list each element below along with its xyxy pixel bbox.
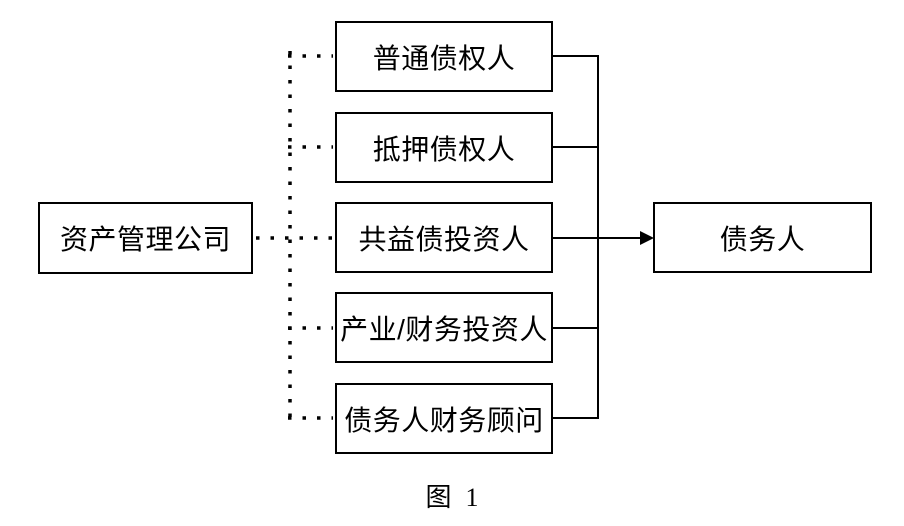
node-mortgage-creditor: 抵押债权人 [335,112,553,183]
node-ordinary-creditor: 普通债权人 [335,21,553,92]
node-label: 普通债权人 [372,42,516,74]
node-label: 抵押债权人 [372,133,516,165]
figure-caption-prefix: 图 [425,483,452,512]
node-asset-management-company: 资产管理公司 [38,202,253,274]
figure-caption-number: 1 [465,483,479,512]
node-debtor-financial-advisor: 债务人财务顾问 [335,383,553,454]
node-common-benefit-debt-investor: 共益债投资人 [335,202,553,273]
node-label: 资产管理公司 [59,224,231,255]
node-label: 共益债投资人 [358,223,530,255]
node-label: 债务人财务顾问 [344,404,544,436]
arrow-head-icon [640,231,654,245]
node-label: 产业/财务投资人 [340,313,548,345]
node-label: 债务人 [719,223,806,255]
node-industrial-financial-investor: 产业/财务投资人 [335,292,553,363]
figure-caption: 图 1 [0,477,904,514]
node-debtor: 债务人 [653,202,872,273]
